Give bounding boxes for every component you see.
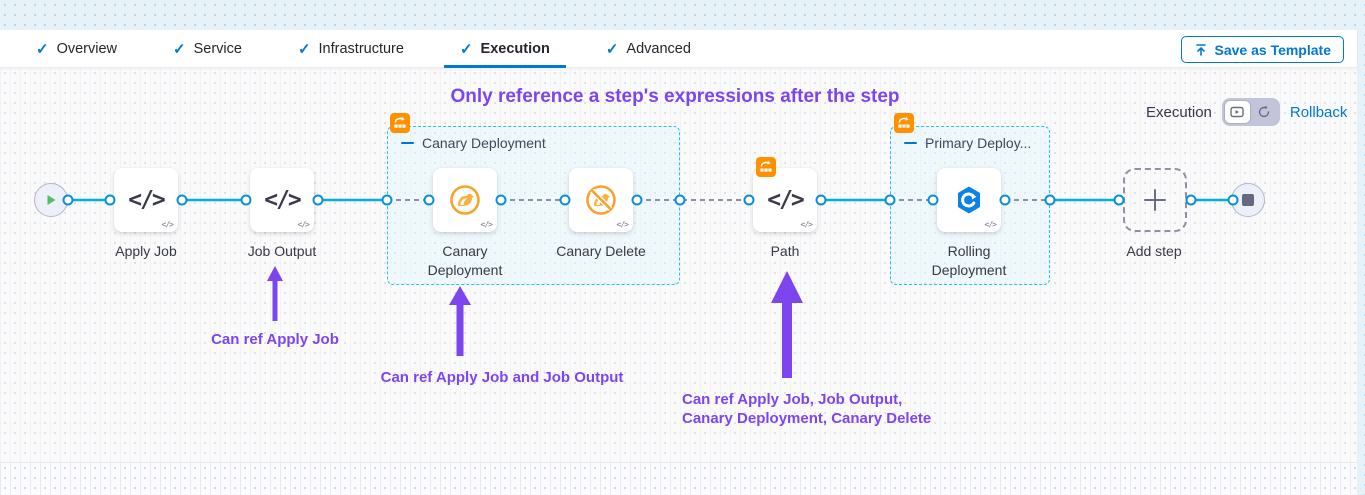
- rollback-steps-badge[interactable]: [894, 113, 914, 133]
- code-mini-icon: </>: [800, 220, 813, 229]
- annotation-note-1: Can ref Apply Job: [211, 331, 339, 348]
- tab-label: Overview: [56, 40, 118, 57]
- execution-toggle-segment[interactable]: [1223, 100, 1251, 124]
- rollback-steps-badge[interactable]: [390, 113, 410, 133]
- tab-infrastructure[interactable]: ✓ Infrastructure: [282, 30, 420, 67]
- tab-execution[interactable]: ✓ Execution: [443, 30, 566, 68]
- step-label-job-output: Job Output: [247, 243, 317, 259]
- step-node-canary-delete[interactable]: </>: [569, 168, 633, 232]
- pipeline-end-node[interactable]: [1231, 183, 1265, 217]
- tab-label: Infrastructure: [318, 40, 404, 57]
- add-step-button[interactable]: [1123, 168, 1187, 232]
- step-label-rolling-deployment: Rolling Deployment: [931, 243, 1007, 278]
- step-node-path[interactable]: </> </>: [753, 168, 817, 232]
- execution-mode-label: Execution: [1146, 103, 1212, 121]
- tab-label: Advanced: [626, 40, 691, 57]
- rollback-toggle-segment[interactable]: [1251, 100, 1278, 124]
- content-panel: ✓ Overview ✓ Service ✓ Infrastructure ✓ …: [0, 30, 1357, 495]
- step-node-rolling-deployment[interactable]: </>: [937, 168, 1001, 232]
- rollback-steps-icon: [760, 160, 772, 172]
- annotation-note-3-line-2: Canary Deployment, Canary Delete: [682, 410, 932, 427]
- canary-icon: [450, 185, 480, 215]
- save-as-template-button[interactable]: Save as Template: [1180, 36, 1344, 63]
- collapse-icon[interactable]: [904, 141, 917, 145]
- annotation-note-2: Can ref Apply Job and Job Output: [380, 369, 624, 386]
- code-icon: </>: [128, 187, 166, 213]
- check-icon: ✓: [173, 40, 186, 58]
- check-icon: ✓: [297, 40, 311, 58]
- annotation-note-3: Can ref Apply Job, Job Output, Canary De…: [682, 390, 972, 428]
- tab-label: Execution: [480, 40, 550, 57]
- play-icon: [47, 195, 56, 205]
- annotation-note-3-line-1: Can ref Apply Job, Job Output,: [682, 391, 903, 408]
- step-label-canary-delete: Canary Delete: [556, 243, 646, 259]
- check-icon: ✓: [36, 40, 49, 58]
- step-node-apply-job[interactable]: </> </>: [114, 168, 178, 232]
- code-mini-icon: </>: [161, 220, 174, 229]
- annotation-heading: Only reference a step's expressions afte…: [450, 86, 900, 107]
- code-mini-icon: </>: [480, 220, 493, 229]
- execution-icon: [1230, 106, 1245, 118]
- save-as-template-label: Save as Template: [1214, 41, 1331, 58]
- rollback-steps-icon: [898, 116, 910, 128]
- canary-delete-icon: [586, 185, 616, 215]
- add-step-label: Add step: [1126, 243, 1182, 259]
- check-icon: ✓: [459, 40, 473, 58]
- step-label-path: Path: [770, 243, 800, 259]
- tab-overview[interactable]: ✓ Overview: [20, 30, 133, 67]
- step-node-canary-deployment[interactable]: </>: [433, 168, 497, 232]
- step-label-apply-job: Apply Job: [115, 243, 177, 259]
- upload-icon: [1195, 43, 1206, 56]
- step-label-canary-deployment: Canary Deployment: [427, 243, 503, 278]
- tab-service[interactable]: ✓ Service: [157, 30, 258, 67]
- code-icon: </>: [767, 187, 805, 213]
- code-icon: </>: [264, 187, 302, 213]
- rollback-link[interactable]: Rollback: [1289, 103, 1348, 121]
- group-header: Primary Deploy...: [904, 135, 1031, 151]
- rollback-steps-icon: [394, 116, 406, 128]
- group-title: Canary Deployment: [422, 135, 546, 151]
- stop-icon: [1242, 194, 1254, 206]
- tab-advanced[interactable]: ✓ Advanced: [590, 30, 707, 67]
- execution-rollback-toggle[interactable]: [1221, 98, 1280, 126]
- execution-mode-row: Execution Rollback: [1146, 98, 1347, 126]
- group-header: Canary Deployment: [401, 135, 546, 151]
- pipeline-start-node[interactable]: [34, 183, 68, 217]
- group-title: Primary Deploy...: [925, 135, 1032, 151]
- code-mini-icon: </>: [297, 220, 310, 229]
- check-icon: ✓: [605, 40, 619, 58]
- pipeline-canvas[interactable]: [0, 68, 1357, 462]
- collapse-icon[interactable]: [401, 141, 414, 145]
- step-node-job-output[interactable]: </> </>: [250, 168, 314, 232]
- rollback-icon: [1259, 105, 1270, 118]
- code-mini-icon: </>: [616, 220, 629, 229]
- tab-label: Service: [193, 40, 242, 57]
- rolling-deployment-icon: [958, 186, 980, 214]
- plus-icon: [1144, 189, 1166, 211]
- code-mini-icon: </>: [984, 220, 997, 229]
- canvas-bottom-strip: [0, 462, 1357, 495]
- stage-tabbar: ✓ Overview ✓ Service ✓ Infrastructure ✓ …: [0, 30, 1357, 68]
- rollback-steps-badge[interactable]: [756, 157, 776, 177]
